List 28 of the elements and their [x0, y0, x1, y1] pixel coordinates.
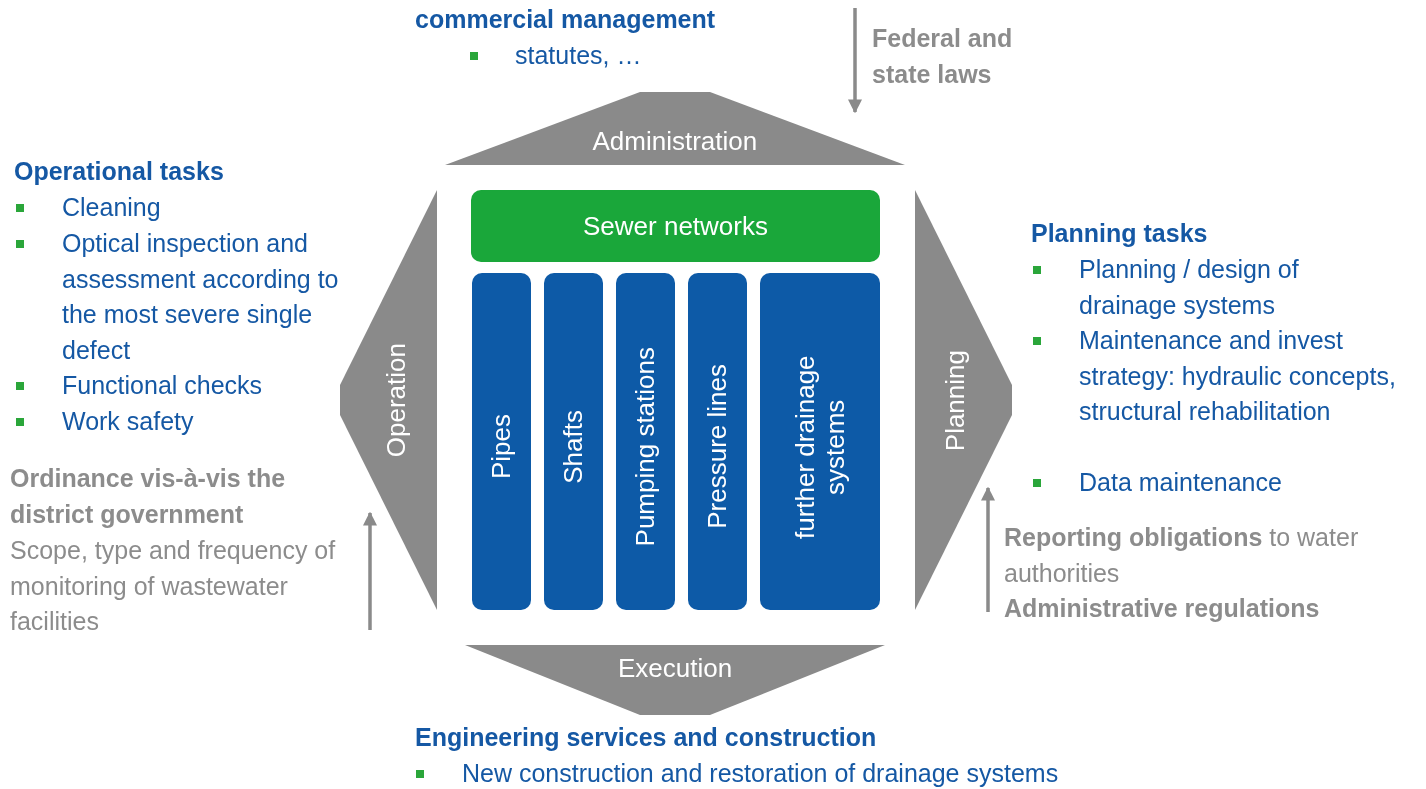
bullet-text: New construction and restoration of drainage systems	[462, 758, 1060, 789]
note-text: Administrative regulations	[1004, 593, 1320, 624]
bullet-text: Functional checks	[62, 370, 263, 401]
bullet-text: Cleaning	[62, 192, 161, 223]
bullet-text: statutes, …	[515, 40, 642, 71]
bullet-text: Work safety	[62, 406, 194, 437]
band-label: Pipes	[486, 414, 517, 480]
note-text: Reporting obligations to water authorities	[1004, 522, 1360, 589]
band-label: Shafts	[558, 409, 589, 484]
bullet-text: Planning / design of drainage systems	[1079, 254, 1300, 321]
band-label: Sewer networks	[583, 210, 768, 242]
bullet-text: Data maintenance	[1079, 467, 1282, 498]
band-label: Execution	[618, 652, 733, 684]
band-label: Administration	[592, 126, 758, 157]
band-label: Planning	[940, 349, 971, 451]
band-label: further drainage systems	[790, 353, 850, 541]
band-label: Operation	[381, 343, 412, 458]
section-heading: Operational tasks	[14, 156, 224, 187]
section-heading: commercial management	[415, 4, 716, 35]
note-text: Federal and state laws	[872, 23, 1014, 90]
band-label: Pressure lines	[702, 364, 733, 529]
note-text: Ordinance vis-à-vis the district government	[10, 463, 287, 530]
section-heading: Planning tasks	[1031, 218, 1208, 249]
bullet-text: Maintenance and invest strategy: hydraulic concepts, structural rehabilitation	[1079, 325, 1397, 427]
section-heading: Engineering services and construction	[415, 722, 877, 753]
band-label: Pumping stations	[630, 347, 661, 547]
note-text: Scope, type and frequency of monitoring of wastewater facilities	[10, 535, 337, 637]
bullet-text: Optical inspection and assessment according to the most severe single defect	[62, 228, 340, 366]
